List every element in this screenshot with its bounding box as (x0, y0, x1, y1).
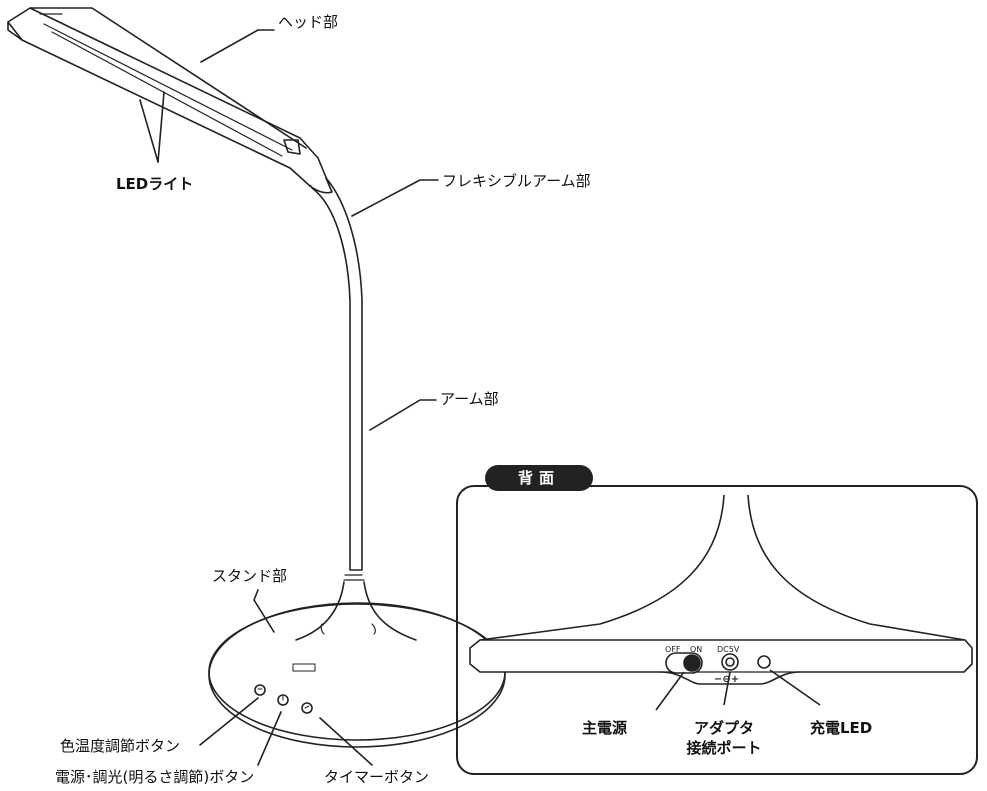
color-temp-button-icon (254, 684, 266, 696)
switch-on-label: ON (690, 645, 703, 654)
label-led-light: LEDライト (116, 175, 194, 193)
label-adapter-port-line2: 接続ポート (686, 739, 762, 757)
label-power-dimmer-button: 電源･調光(明るさ調節)ボタン (55, 768, 255, 786)
display-indicator (292, 663, 316, 672)
timer-button-icon (301, 702, 313, 714)
label-main-power: 主電源 (582, 719, 628, 737)
label-charge-led: 充電LED (810, 719, 873, 737)
back-panel-title: 背面 (485, 465, 593, 491)
back-panel (456, 485, 978, 775)
stand-base (208, 581, 506, 748)
label-timer-button: タイマーボタン (324, 768, 430, 786)
lamp-head (7, 7, 329, 187)
flexible-arm (311, 177, 363, 571)
label-stand: スタンド部 (212, 567, 288, 585)
label-adapter-port-line1: アダプタ (693, 719, 754, 737)
polarity-label: −⊖+ (714, 674, 740, 685)
label-head: ヘッド部 (278, 13, 339, 31)
charge-led (757, 655, 771, 669)
back-view (469, 494, 973, 711)
power-dimmer-button-icon (277, 694, 289, 706)
label-arm: アーム部 (440, 390, 499, 408)
label-color-temp-button: 色温度調節ボタン (60, 737, 181, 755)
switch-off-label: OFF (665, 645, 681, 654)
label-flexible-arm: フレキシブルアーム部 (442, 172, 591, 190)
dc-label: DC5V (717, 645, 740, 654)
